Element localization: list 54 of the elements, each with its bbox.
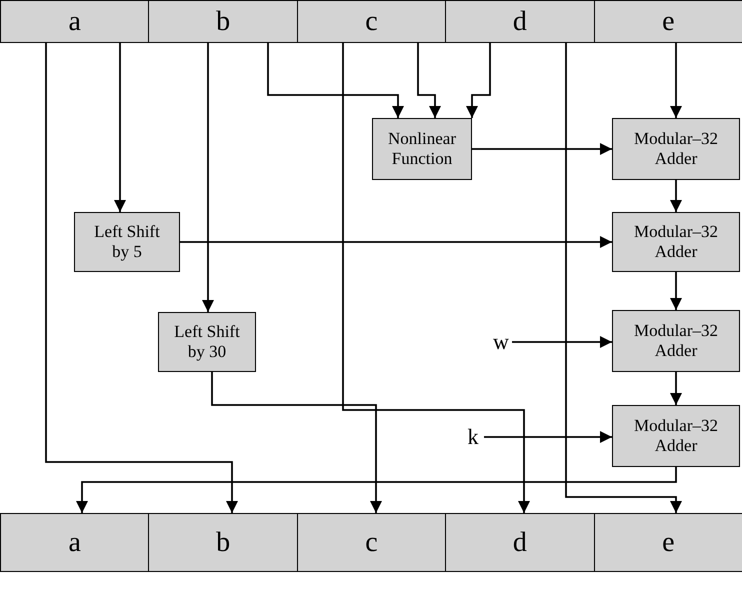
box-label: b (216, 6, 230, 38)
register-cell (445, 0, 595, 43)
box-label: e (662, 526, 674, 558)
box-label: Modular–32 Adder (632, 222, 720, 262)
box-label: Modular–32 Adder (632, 321, 720, 361)
register-cell (0, 513, 150, 572)
shift-box (74, 212, 180, 272)
input-label: k (468, 424, 478, 450)
box-label: a (68, 526, 81, 558)
adder-box (612, 212, 740, 272)
shift-box (158, 312, 256, 372)
register-cell (594, 0, 742, 43)
adder-box (612, 405, 740, 467)
box-label: c (365, 526, 378, 558)
arrow (670, 180, 682, 212)
register-cell (0, 0, 150, 43)
register-cell (148, 513, 298, 572)
arrow (466, 43, 491, 118)
register-cell (148, 0, 298, 43)
arrow (211, 372, 382, 513)
arrow (670, 272, 682, 310)
box-label: d (512, 6, 527, 38)
arrow (202, 43, 214, 312)
box-label: d (512, 526, 527, 558)
box-label: Nonlinear Function (387, 129, 457, 169)
register-cell (296, 513, 446, 572)
arrow (670, 372, 682, 405)
register-cell (594, 513, 742, 572)
adder-box (612, 310, 740, 372)
input-label: w (493, 329, 509, 355)
arrow (512, 336, 612, 348)
register-cell (296, 0, 446, 43)
register-cell (445, 513, 595, 572)
box-label: b (216, 526, 230, 558)
box-label: Modular–32 Adder (632, 129, 720, 169)
box-label: Left Shift by 5 (93, 222, 161, 262)
adder-box (612, 118, 740, 180)
arrow (45, 43, 238, 513)
box-label: Modular–32 Adder (632, 416, 720, 456)
arrow (267, 43, 404, 118)
box-label: Left Shift by 30 (173, 322, 241, 362)
arrow (114, 43, 126, 212)
arrow (417, 43, 441, 118)
arrow (76, 467, 677, 513)
box-label: e (662, 6, 674, 38)
box-label: a (68, 6, 81, 38)
arrow (565, 43, 682, 513)
arrow (670, 43, 682, 118)
box-label: c (365, 6, 378, 38)
arrow (342, 43, 530, 513)
arrow (484, 431, 612, 443)
arrow (472, 143, 612, 155)
arrow (180, 236, 612, 248)
function-box (372, 118, 472, 180)
